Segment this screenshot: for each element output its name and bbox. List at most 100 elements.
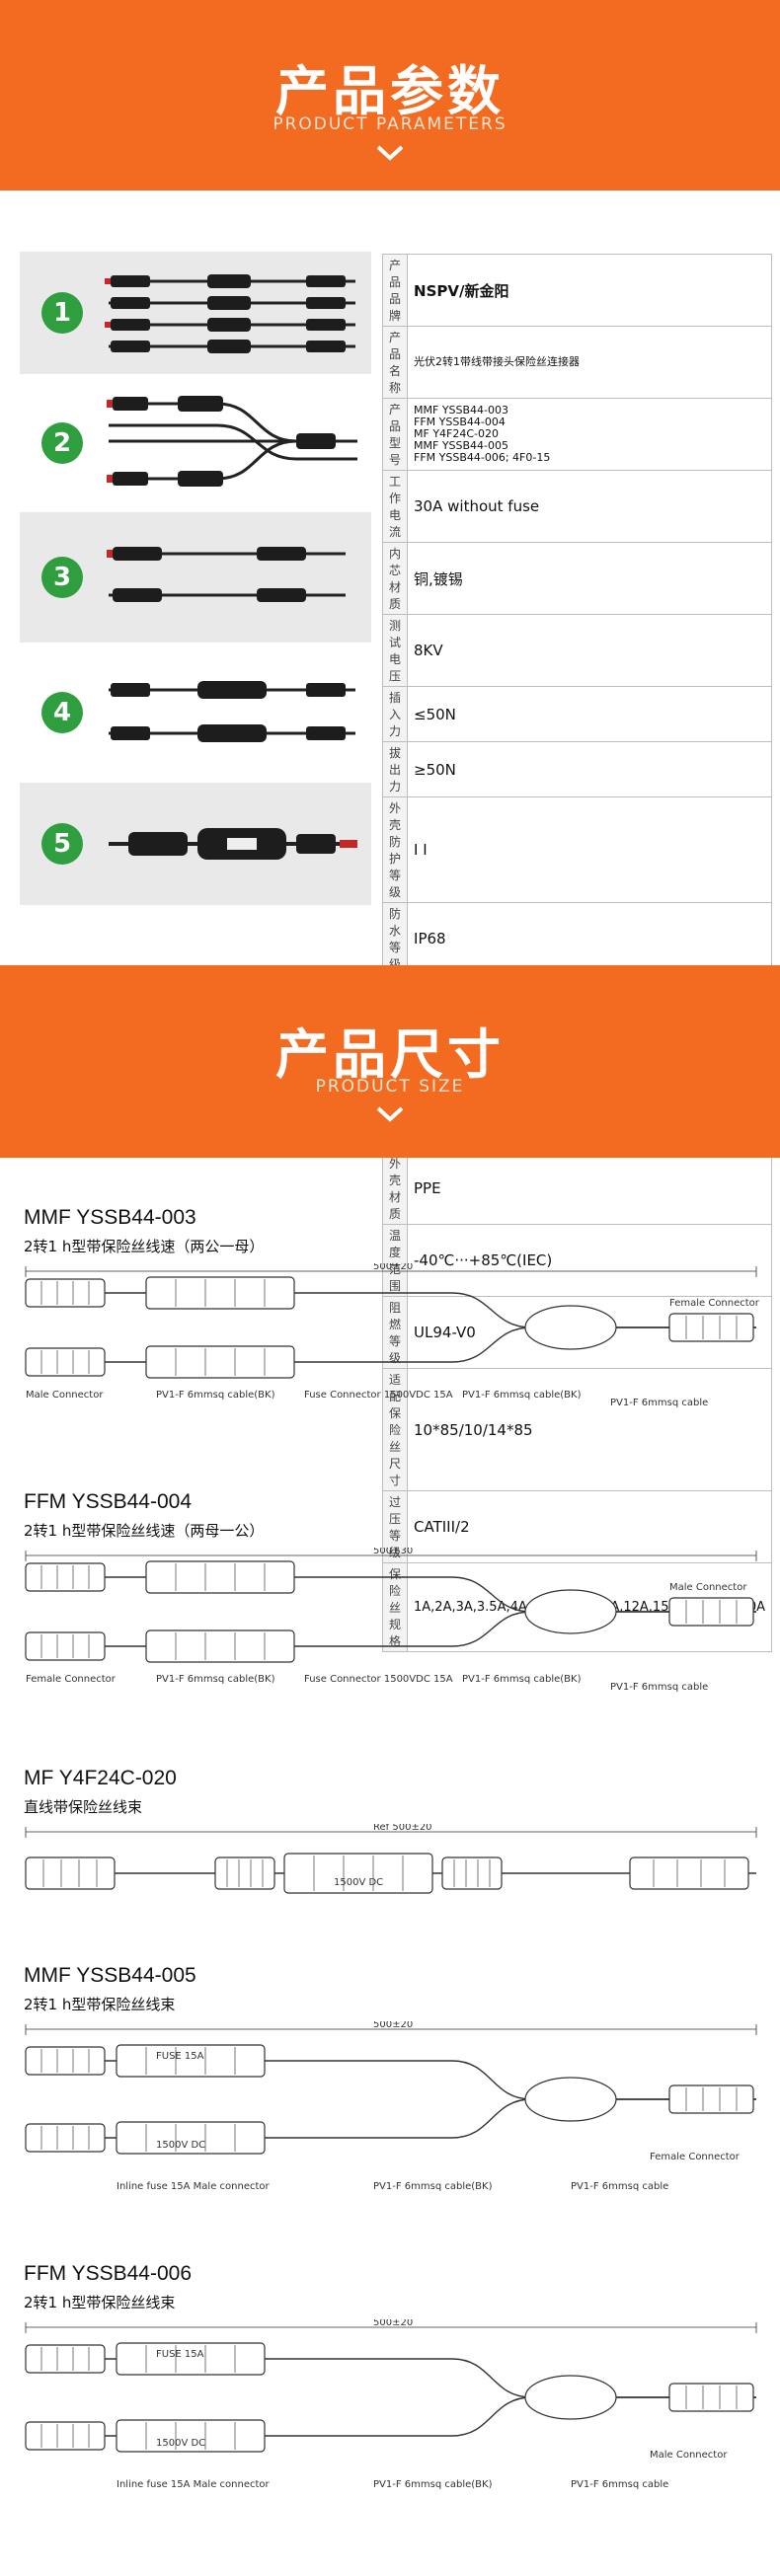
model-description: 2转1 h型带保险丝线速（两母一公）: [24, 1522, 265, 1540]
spec-key: 阻燃等级: [381, 1296, 409, 1369]
spec-row: 拔出力≥50N: [381, 741, 773, 797]
callout-label: Female Connector: [669, 1298, 760, 1309]
fuse-rating-label: FUSE 15A: [156, 2051, 204, 2062]
technical-drawing: Ref 500±20 1500V DC: [25, 1824, 757, 1894]
dimension-label: 500±30: [373, 1548, 413, 1556]
spec-value: 30A without fuse: [407, 470, 773, 543]
spec-value: 铜,镀锡: [407, 542, 773, 615]
fuse-rating-label: FUSE 15A: [156, 2349, 204, 2360]
spec-key: 拔出力: [381, 741, 409, 797]
product-photo-3: 3: [20, 512, 371, 643]
dimension-label: 500±20: [373, 2319, 413, 2328]
spec-key: 适配保险丝尺寸: [381, 1368, 409, 1491]
callout-label: PV1-F 6mmsq cable(BK): [373, 2479, 493, 2490]
callout-label: Fuse Connector 1500VDC 15A: [304, 1674, 453, 1685]
spec-key: 产品型号: [381, 398, 409, 471]
dimension-label: 500±20: [373, 2021, 413, 2030]
number-badge: 2: [41, 422, 83, 464]
number-badge: 1: [41, 292, 83, 334]
model-description: 2转1 h型带保险丝线束: [24, 2294, 176, 2311]
spec-value: I I: [407, 796, 773, 903]
callout-label: PV1-F 6mmsq cable(BK): [373, 2181, 493, 2192]
callout-label: PV1-F 6mmsq cable: [610, 1682, 708, 1693]
banner-product-size: 产品尺寸 PRODUCT SIZE: [0, 965, 780, 1158]
model-number: MMF YSSB44-005: [24, 1964, 196, 1987]
section-title: 产品参数: [275, 60, 505, 122]
callout-label: PV1-F 6mmsq cable: [571, 2479, 668, 2490]
callout-label: Inline fuse 15A Male connector: [117, 2479, 271, 2490]
callout-label: PV1-F 6mmsq cable(BK): [462, 1390, 582, 1401]
banner-product-parameters: 产品参数 PRODUCT PARAMETERS: [0, 0, 780, 190]
chevron-down-icon: [376, 145, 404, 161]
model-number: MF Y4F24C-020: [24, 1767, 177, 1789]
spec-value: CATIII/2: [407, 1490, 773, 1563]
callout-label: PV1-F 6mmsq cable: [571, 2181, 668, 2192]
model-description: 直线带保险丝线束: [24, 1798, 143, 1816]
spec-value: ≤50N: [407, 686, 773, 742]
callout-label: Female Connector: [26, 1674, 117, 1685]
voltage-rating-label: 1500V DC: [156, 2438, 205, 2449]
model-number: FFM YSSB44-006: [24, 2262, 193, 2285]
spec-key: 工作电流: [381, 470, 409, 543]
product-parameters: 1 2: [20, 252, 773, 1652]
callout-label: Inline fuse 15A Male connector: [117, 2181, 271, 2192]
spec-value: 8KV: [407, 614, 773, 687]
fuse-rating-label: 1500V DC: [334, 1877, 383, 1888]
dimension-label: Ref 500±20: [373, 1824, 432, 1833]
callout-label: Fuse Connector 1500VDC 15A: [304, 1390, 453, 1401]
spec-key: 内芯材质: [381, 542, 409, 615]
spec-value: ≥50N: [407, 741, 773, 797]
spec-value: 光伏2转1带线带接头保险丝连接器: [407, 326, 773, 399]
spec-row: 插入力≤50N: [381, 686, 773, 742]
spec-key: 过压等级: [381, 1490, 409, 1563]
spec-row: 内芯材质铜,镀锡: [381, 542, 773, 615]
callout-label: Male Connector: [26, 1390, 104, 1401]
product-photo-5: 5: [20, 783, 371, 905]
spec-key: 外壳材质: [381, 1152, 409, 1225]
model-description: 2转1 h型带保险丝线速（两公一母）: [24, 1238, 265, 1255]
spec-value: IP68: [407, 902, 773, 975]
section-subtitle: PRODUCT SIZE: [315, 1077, 465, 1097]
spec-value: -40℃···+85℃(IEC): [407, 1224, 773, 1297]
spec-key: 温度范围: [381, 1224, 409, 1297]
spec-key: 测试电压: [381, 614, 409, 687]
callout-label: PV1-F 6mmsq cable(BK): [156, 1674, 275, 1685]
model-number: FFM YSSB44-004: [24, 1490, 193, 1513]
drawing-3: MF Y4F24C-020 直线带保险丝线束 Ref 500±20 1500V DC: [18, 1767, 768, 1925]
spec-value: PPE: [407, 1152, 773, 1225]
number-badge: 3: [41, 557, 83, 598]
spec-key: 防水等级: [381, 902, 409, 975]
callout-label: PV1-F 6mmsq cable: [610, 1398, 708, 1408]
product-photos: 1 2: [20, 252, 371, 905]
product-photo-4: 4: [20, 643, 371, 783]
section-subtitle: PRODUCT PARAMETERS: [273, 114, 507, 134]
spec-key: 产品品牌: [381, 254, 409, 327]
model-number: MMF YSSB44-003: [24, 1206, 196, 1229]
spec-row: 产品名称光伏2转1带线带接头保险丝连接器: [381, 326, 773, 399]
callout-label: Male Connector: [650, 2450, 728, 2461]
dimension-label: 500±20: [373, 1263, 413, 1272]
spec-value: MMF YSSB44-003 FFM YSSB44-004 MF Y4F24C-…: [407, 398, 773, 471]
callout-label: Male Connector: [669, 1582, 747, 1593]
section-title: 产品尺寸: [275, 1023, 505, 1086]
spec-key: 产品名称: [381, 326, 409, 399]
spec-row: 温度范围-40℃···+85℃(IEC): [381, 1224, 773, 1297]
